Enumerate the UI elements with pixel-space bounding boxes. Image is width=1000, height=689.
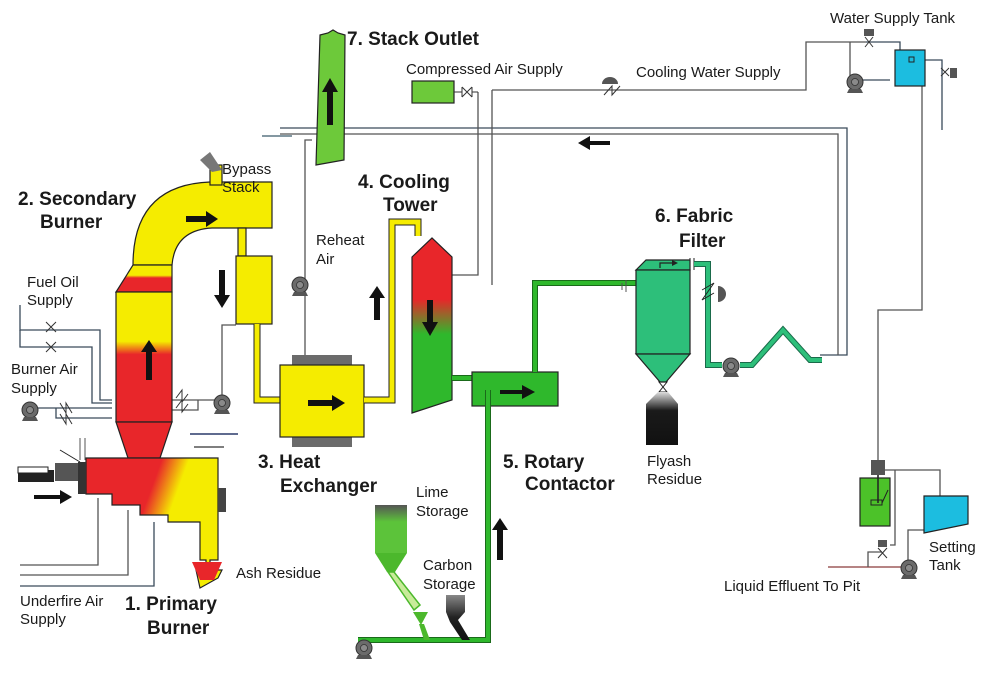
cooling-tower-title-2: Tower bbox=[383, 195, 438, 216]
svg-text:Underfire Air: Underfire Air bbox=[20, 593, 103, 610]
secondary-burner bbox=[114, 152, 282, 459]
fuel-valves bbox=[45, 321, 189, 426]
carbon-storage bbox=[446, 595, 470, 640]
primary-burner-title: 1. Primary bbox=[125, 594, 217, 615]
rotary-contactor-title: 5. Rotary bbox=[503, 452, 585, 473]
svg-text:Stack: Stack bbox=[222, 179, 260, 196]
fan-icon bbox=[722, 357, 740, 378]
fabric-filter-title-2: Filter bbox=[679, 231, 726, 252]
fabric-filter-title: 6. Fabric bbox=[655, 206, 734, 227]
svg-text:Residue: Residue bbox=[647, 471, 702, 488]
heat-exchanger-title-2: Exchanger bbox=[280, 476, 378, 497]
svg-text:Air: Air bbox=[316, 251, 334, 268]
heat-exchanger bbox=[279, 218, 422, 447]
stack-outlet-title: 7. Stack Outlet bbox=[347, 29, 480, 50]
valve-icon bbox=[461, 86, 473, 98]
svg-text:Carbon: Carbon bbox=[423, 557, 472, 574]
svg-text:Supply: Supply bbox=[20, 611, 66, 628]
flow-arrow-up bbox=[141, 340, 157, 380]
flow-arrow-down bbox=[214, 270, 230, 308]
pump-icon bbox=[213, 394, 231, 415]
svg-text:Bypass: Bypass bbox=[222, 161, 271, 178]
svg-text:Supply: Supply bbox=[11, 380, 57, 397]
secondary-burner-title: 2. Secondary bbox=[18, 189, 137, 210]
water-supply-tank bbox=[846, 29, 957, 94]
svg-text:Setting: Setting bbox=[929, 539, 976, 556]
rotary-contactor-title-2: Contactor bbox=[525, 474, 615, 495]
flow-arrow-right bbox=[500, 385, 535, 399]
annotation-labels: Bypass Stack Fuel Oil Supply Burner Air … bbox=[11, 10, 976, 628]
flow-arrow-down bbox=[422, 300, 438, 336]
svg-text:Cooling Water Supply: Cooling Water Supply bbox=[636, 64, 781, 81]
bypass-stack-cap bbox=[200, 152, 222, 172]
cooling-water-valve bbox=[602, 77, 621, 97]
svg-text:Fuel Oil: Fuel Oil bbox=[27, 274, 79, 291]
svg-text:Burner Air: Burner Air bbox=[11, 361, 78, 378]
svg-text:Lime: Lime bbox=[416, 484, 449, 501]
secondary-burner-title-2: Burner bbox=[40, 212, 103, 233]
svg-text:Flyash: Flyash bbox=[647, 453, 691, 470]
svg-text:Reheat: Reheat bbox=[316, 232, 365, 249]
svg-text:Supply: Supply bbox=[27, 292, 73, 309]
pump-icon bbox=[900, 559, 918, 580]
pump-icon bbox=[846, 73, 864, 94]
unit-labels: 2. Secondary Burner 1. Primary Burner 3.… bbox=[18, 29, 734, 639]
flow-arrow-left bbox=[578, 136, 610, 150]
damper-icon bbox=[718, 286, 726, 302]
lime-blower-icon bbox=[355, 639, 373, 660]
fabric-filter bbox=[621, 258, 822, 445]
rotary-contactor bbox=[358, 280, 640, 643]
cooling-tower-title: 4. Cooling bbox=[358, 172, 450, 193]
flow-arrow-up bbox=[322, 78, 338, 125]
svg-text:Storage: Storage bbox=[416, 503, 469, 520]
stack-outlet bbox=[262, 29, 610, 166]
reheat-air-pump-icon bbox=[291, 276, 309, 297]
svg-text:Ash Residue: Ash Residue bbox=[236, 565, 321, 582]
heat-exchanger-title: 3. Heat bbox=[258, 452, 321, 473]
effluent-treatment bbox=[859, 460, 969, 580]
flow-arrow-right bbox=[308, 395, 345, 411]
primary-burner bbox=[17, 438, 226, 589]
compressed-air-tank bbox=[411, 80, 478, 104]
svg-text:Compressed Air Supply: Compressed Air Supply bbox=[406, 61, 563, 78]
svg-text:Liquid Effluent To Pit: Liquid Effluent To Pit bbox=[724, 578, 861, 595]
cooling-tower bbox=[411, 237, 453, 414]
svg-text:Tank: Tank bbox=[929, 557, 961, 574]
svg-text:Storage: Storage bbox=[423, 576, 476, 593]
flow-arrow-up bbox=[369, 286, 385, 320]
flow-arrow-right bbox=[34, 490, 72, 504]
lime-storage bbox=[375, 505, 430, 640]
svg-text:Water Supply Tank: Water Supply Tank bbox=[830, 10, 956, 27]
utility-piping bbox=[19, 41, 943, 587]
burner-air-pump-icon bbox=[21, 401, 39, 422]
flow-arrow-right bbox=[186, 211, 218, 227]
primary-burner-title-2: Burner bbox=[147, 618, 210, 639]
flow-arrow-up bbox=[492, 518, 508, 560]
